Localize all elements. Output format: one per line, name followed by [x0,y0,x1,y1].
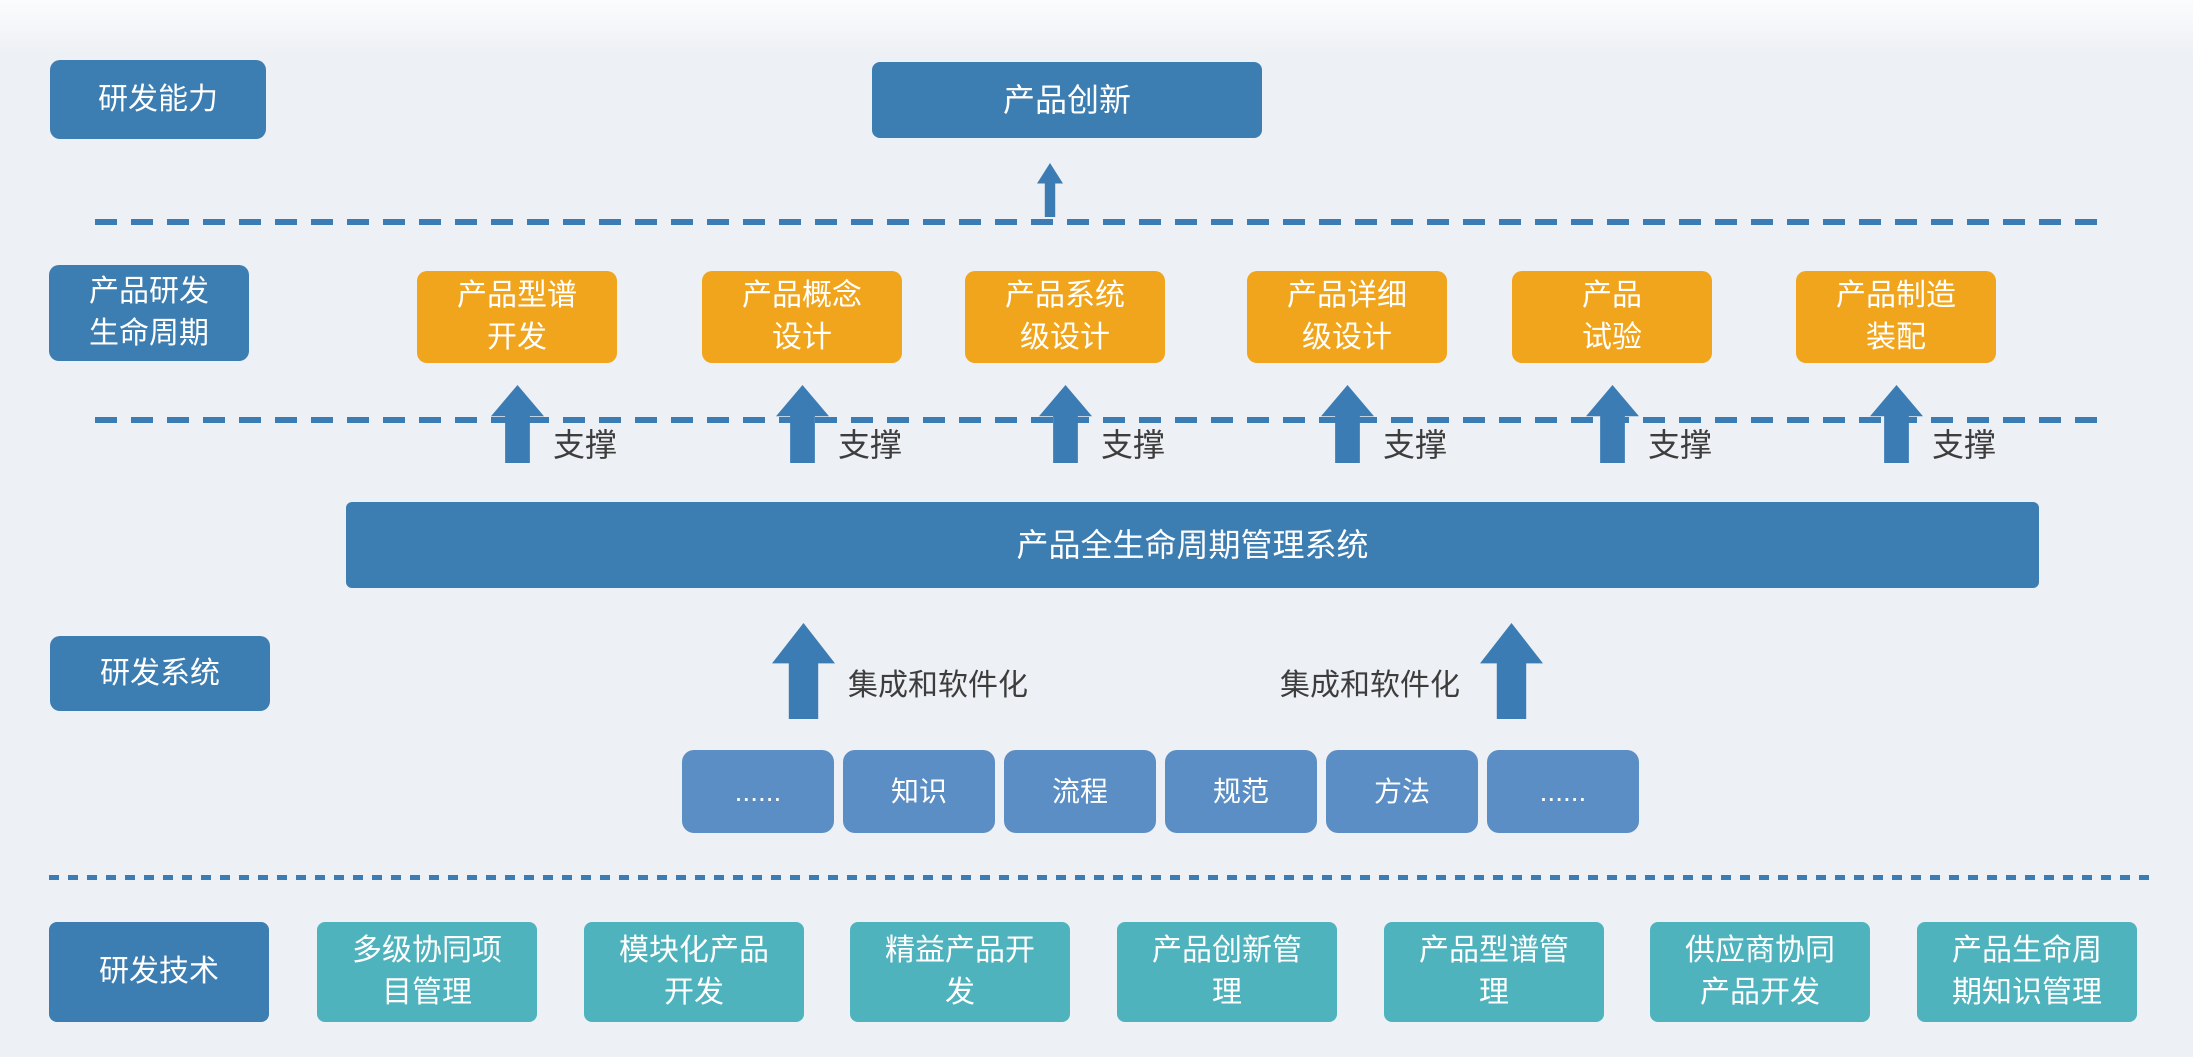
dashed-divider-top [95,219,2110,225]
support-label: 支撑 [1932,427,1997,463]
support-label: 支撑 [553,427,618,463]
integration-arrow-icon [772,623,835,719]
stage-system-design: 产品系统 级设计 [965,271,1165,363]
tech-spectrum-mgmt: 产品型谱管 理 [1384,922,1604,1022]
support-label: 支撑 [1383,427,1448,463]
tech-modular-product-dev: 模块化产品 开发 [584,922,804,1022]
dashed-divider-middle [95,417,2110,423]
integration-label: 集成和软件化 [1280,669,1460,702]
tech-innovation-mgmt: 产品创新管 理 [1117,922,1337,1022]
support-arrow-icon [491,385,544,463]
asset-ellipsis-box: ...... [682,750,834,833]
stage-concept-design: 产品概念 设计 [702,271,902,363]
stage-product-test: 产品 试验 [1512,271,1712,363]
support-arrow-icon [776,385,829,463]
tech-lifecycle-knowledge-mgmt: 产品生命周 期知识管理 [1917,922,2137,1022]
support-arrow-icon [1039,385,1092,463]
asset-ellipsis-box: ...... [1487,750,1639,833]
support-arrow-icon [1586,385,1639,463]
lifecycle-row-label: 产品研发 生命周期 [49,265,249,361]
asset-process-box: 流程 [1004,750,1156,833]
system-row-label: 研发系统 [50,636,270,711]
tech-multilevel-project-mgmt: 多级协同项 目管理 [317,922,537,1022]
tech-lean-product-dev: 精益产品开 发 [850,922,1070,1022]
stage-manufacture-assembly: 产品制造 装配 [1796,271,1996,363]
dotted-divider-bottom [49,875,2149,880]
support-label: 支撑 [838,427,903,463]
support-arrow-icon [1870,385,1923,463]
integration-label: 集成和软件化 [848,669,1028,702]
integration-arrow-icon [1480,623,1543,719]
asset-knowledge-box: 知识 [843,750,995,833]
technology-row-label: 研发技术 [49,922,269,1022]
support-label: 支撑 [1101,427,1166,463]
support-label: 支撑 [1648,427,1713,463]
stage-spectrum-development: 产品型谱 开发 [417,271,617,363]
product-innovation-box: 产品创新 [872,62,1262,138]
support-arrow-icon [1321,385,1374,463]
stage-detail-design: 产品详细 级设计 [1247,271,1447,363]
tech-supplier-collab-dev: 供应商协同 产品开发 [1650,922,1870,1022]
asset-standard-box: 规范 [1165,750,1317,833]
up-arrow-icon [1037,163,1063,217]
plm-system-bar: 产品全生命周期管理系统 [346,502,2039,588]
asset-method-box: 方法 [1326,750,1478,833]
capability-row-label: 研发能力 [50,60,266,139]
